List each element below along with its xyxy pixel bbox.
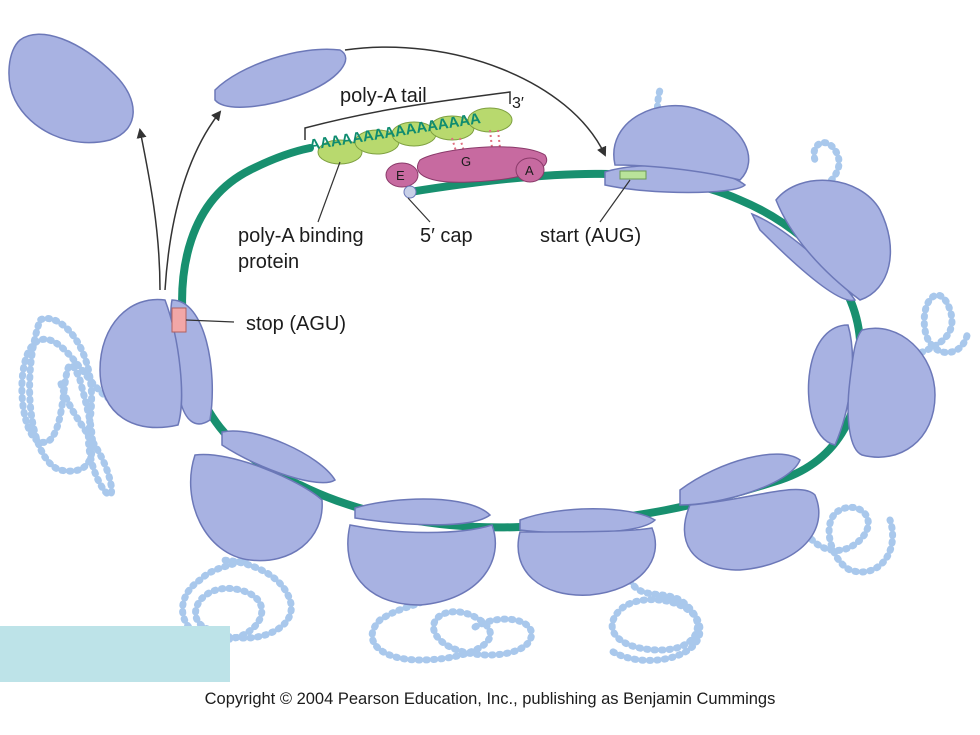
protein-chain-bottom-center: [368, 576, 535, 664]
protein-chain-right-lower: [796, 503, 897, 576]
arrow-to-large-subunit: [136, 128, 161, 291]
protein-chain-left: [18, 315, 134, 498]
factor-e: [385, 162, 419, 188]
ribosome-small-subunit-ll: [221, 430, 337, 484]
released-small-subunit: [214, 48, 347, 108]
protein-chain-right: [896, 291, 972, 364]
factor-a: [515, 157, 545, 183]
leader-poly-a-binding: [317, 161, 341, 223]
poly-a-binding-protein-label-2: protein: [238, 251, 299, 273]
leader-five-prime-cap: [407, 197, 431, 223]
arrow-to-small-subunit: [164, 110, 222, 291]
poly-a-tail-label: poly-A tail: [340, 85, 427, 107]
ribosome-large-subunit-bc: [347, 524, 497, 606]
ribosome-large-subunit-stop: [99, 298, 183, 429]
ribosome-large-subunit-ll: [190, 453, 323, 562]
ribosome-large-subunit-start: [613, 105, 750, 181]
protein-chain-bottom-right: [606, 576, 704, 664]
protein-chain-bottom-left: [179, 536, 295, 644]
ribosome-large-subunit-ur: [775, 179, 892, 301]
poly-a-tail-bracket: [304, 91, 511, 140]
stop-codon-label: stop (AGU): [246, 313, 346, 335]
five-prime-cap-dot: [403, 185, 417, 199]
ribosome-large-subunit-lr: [683, 488, 820, 571]
protein-chain-upper-right: [810, 139, 843, 194]
stop-codon-marker: [171, 307, 187, 333]
highlight-box: [0, 626, 230, 682]
poly-a-binding-proteins: [317, 107, 513, 165]
binding-protein-1: [317, 139, 363, 165]
arrow-recycle-to-start: [344, 46, 607, 157]
site-e-label: E: [396, 168, 405, 183]
initiation-complex: [385, 146, 548, 199]
released-large-subunit: [8, 33, 134, 144]
copyright-text: Copyright © 2004 Pearson Education, Inc.…: [204, 690, 776, 708]
site-a-label: A: [525, 163, 534, 178]
start-codon-marker: [619, 170, 647, 180]
site-g-label: G: [461, 154, 471, 169]
protein-chains: [18, 86, 972, 664]
five-prime-cap-label: 5′ cap: [420, 225, 473, 247]
leader-stop: [185, 319, 235, 323]
leader-start: [599, 179, 631, 223]
three-prime-label: 3′: [512, 95, 524, 112]
ribosome-small-subunit-ur: [750, 212, 857, 302]
ribosome-large-subunit-brc: [517, 527, 657, 596]
ribosomes: [8, 33, 936, 606]
ribosome-large-subunit-r: [847, 327, 936, 458]
poly-a-binding-protein-label-1: poly-A binding: [238, 225, 364, 247]
protein-connectors: [451, 129, 501, 159]
start-codon-label: start (AUG): [540, 225, 641, 247]
ribosome-small-subunit-bc: [354, 498, 492, 526]
